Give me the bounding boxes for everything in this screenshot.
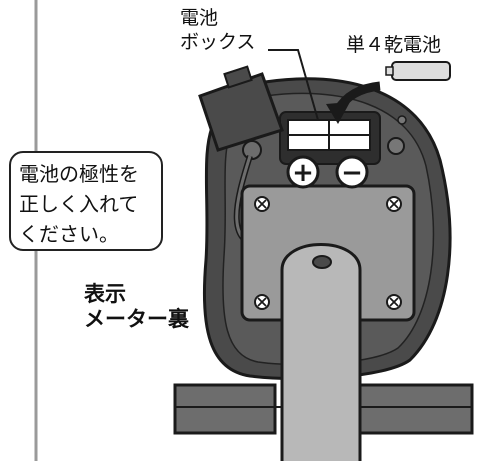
polarity-note-line1: 電池の極性を bbox=[19, 162, 139, 186]
plus-terminal-symbol: + bbox=[292, 158, 314, 188]
screw-hole bbox=[387, 137, 405, 155]
polarity-note-line3: ください。 bbox=[19, 222, 119, 246]
meter-back-label-line2: メーター裏 bbox=[84, 307, 189, 331]
polarity-note: 電池の極性を 正しく入れて ください。 bbox=[19, 159, 155, 249]
meter-back-label: 表示 メーター裏 bbox=[84, 282, 189, 332]
polarity-callout: 電池の極性を 正しく入れて ください。 bbox=[9, 151, 163, 251]
handlebar-right-grip bbox=[348, 383, 474, 435]
polarity-note-line2: 正しく入れて bbox=[19, 192, 139, 216]
plus-terminal-marker: + bbox=[286, 155, 320, 189]
handlebar-left-grip bbox=[173, 383, 277, 435]
cable-grommet bbox=[242, 140, 262, 160]
insert-arrow-head bbox=[326, 102, 350, 124]
battery-type-label: 単４乾電池 bbox=[346, 34, 442, 56]
battery-box-leader bbox=[268, 49, 319, 121]
minus-terminal-marker: − bbox=[335, 155, 369, 189]
battery-box-label-line1: 電池 bbox=[180, 7, 219, 29]
battery-cover-tab bbox=[223, 65, 253, 89]
stem-cable-hole bbox=[312, 255, 332, 269]
meter-back-label-line1: 表示 bbox=[84, 282, 126, 306]
minus-terminal-symbol: − bbox=[341, 158, 363, 188]
handlebar-stem bbox=[280, 243, 362, 461]
battery-box-label: 電池 ボックス bbox=[180, 6, 255, 54]
battery-box-label-line2: ボックス bbox=[180, 31, 256, 53]
screw-hole-small bbox=[397, 115, 407, 125]
aaa-battery bbox=[385, 61, 451, 81]
